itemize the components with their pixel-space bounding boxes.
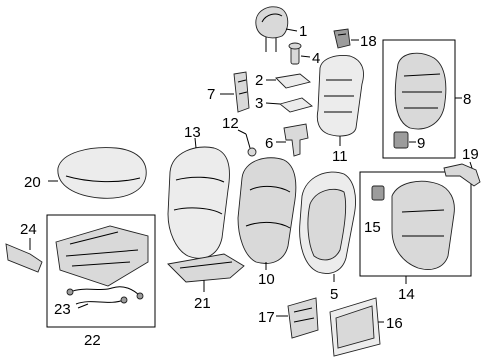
label-3: 3 [255, 95, 263, 112]
label-14: 14 [398, 286, 415, 303]
guide-part [288, 42, 302, 65]
label-7: 7 [207, 86, 215, 103]
group-box-8 [382, 39, 456, 159]
label-8: 8 [463, 91, 471, 108]
label-10: 10 [258, 271, 275, 288]
label-21: 21 [194, 295, 211, 312]
switch-part [393, 131, 409, 149]
label-17: 17 [258, 309, 275, 326]
label-23: 23 [54, 301, 71, 318]
label-5: 5 [330, 286, 338, 303]
headrest-part [255, 6, 289, 52]
label-1: 1 [299, 23, 307, 40]
backrest-trim-part [167, 146, 230, 259]
label-22: 22 [84, 332, 101, 349]
bracket-part [233, 71, 250, 113]
label-19: 19 [462, 146, 479, 163]
bracket-part-2 [283, 123, 309, 157]
seat-frame-part [55, 225, 149, 287]
plate-part-2 [279, 97, 313, 113]
seat-pan-part [167, 253, 245, 283]
plate-part [275, 73, 311, 89]
washer-part [245, 133, 257, 157]
group-box-14 [359, 171, 472, 277]
wiring-part [66, 286, 144, 305]
label-16: 16 [386, 315, 403, 332]
lumbar-part [394, 52, 447, 130]
label-20: 20 [24, 174, 41, 191]
label-4: 4 [312, 50, 320, 67]
label-9: 9 [417, 135, 425, 152]
side-trim-part [5, 243, 43, 273]
label-2: 2 [255, 72, 263, 89]
backrest-cover-part [316, 55, 364, 137]
label-24: 24 [20, 221, 37, 238]
backrest-frame-part [299, 171, 356, 274]
clip-part [333, 28, 351, 49]
label-12: 12 [222, 115, 239, 132]
label-18: 18 [360, 33, 377, 50]
trim-strip-part [443, 163, 481, 187]
seat-cushion-part [57, 147, 147, 199]
label-6: 6 [265, 135, 273, 152]
label-11: 11 [332, 148, 348, 165]
group-box-22 [46, 214, 156, 328]
backrest-pad-part [237, 157, 297, 264]
rear-panel-part [391, 180, 455, 270]
clip-part-2 [371, 185, 385, 201]
display-panel-part [329, 297, 381, 357]
panel-part [287, 297, 319, 339]
label-13: 13 [184, 124, 201, 141]
label-15: 15 [364, 219, 381, 236]
